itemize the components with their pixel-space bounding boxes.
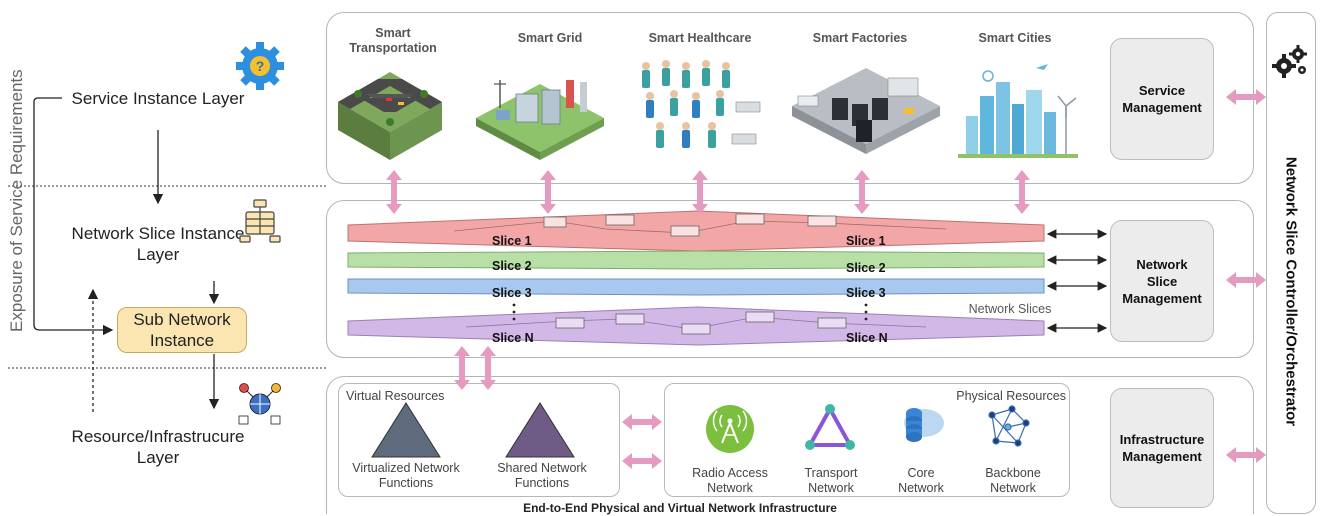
slice-n-routers: [465, 311, 927, 335]
network-slices-label: Network Slices: [968, 302, 1052, 316]
virtual-resources-title: Virtual Resources: [346, 389, 445, 403]
physical-label-ran: Radio Access Network: [692, 466, 768, 495]
infrastructure-globe-icon: [238, 383, 281, 425]
pink-vertical-arrows: [386, 170, 1030, 390]
physical-resources-title: Physical Resources: [956, 389, 1066, 403]
slice-blocks-icon: [239, 199, 281, 243]
network-slices: [347, 210, 1045, 346]
slice-1-label-left: Slice 1: [492, 234, 532, 248]
controller-panel: [1266, 12, 1316, 514]
cloud-database-icon: [904, 408, 944, 442]
app-label-factories: Smart Factories: [812, 31, 908, 45]
sub-network-instance: Sub Network Instance: [117, 307, 247, 353]
slice-3-label-right: Slice 3: [846, 286, 886, 300]
slice-2-label-right: Slice 2: [846, 261, 886, 275]
app-label-grid: Smart Grid: [517, 31, 583, 45]
shared-nf-label: Shared Network Functions: [497, 461, 587, 490]
vnf-label: Virtualized Network Functions: [352, 461, 460, 490]
application-panel: [326, 12, 1254, 184]
slice-1-routers: [453, 213, 947, 237]
slice-2-shape: [347, 250, 1045, 270]
app-label-healthcare: Smart Healthcare: [648, 31, 752, 45]
physical-label-transport: Transport Network: [804, 466, 858, 495]
vnf-triangle-icon: [371, 402, 441, 458]
factories-illustration: [792, 68, 940, 154]
shared-nf-triangle-icon: [505, 402, 575, 458]
infrastructure-management-box: Infrastructure Management: [1110, 388, 1214, 508]
controller-gears-icon: [1272, 45, 1307, 78]
physical-resources-box: [664, 383, 1070, 497]
slice-management-links: [1046, 229, 1108, 333]
resource-infrastructure-layer: Resource/Infrastrucure Layer: [58, 412, 258, 482]
grid-illustration: [476, 74, 604, 160]
physical-label-backbone: Backbone Network: [985, 466, 1041, 495]
healthcare-illustration: [642, 60, 761, 148]
virtual-function-triangles: [371, 402, 575, 458]
slice-3-shape: [347, 278, 1045, 296]
app-label-transportation: Smart Transportation: [349, 26, 437, 55]
slice-n-label-left: Slice N: [492, 331, 534, 345]
slice-n-label-right: Slice N: [846, 331, 888, 345]
backbone-mesh-icon: [988, 405, 1030, 447]
app-label-cities: Smart Cities: [978, 31, 1052, 45]
cities-illustration: [958, 64, 1078, 158]
physical-label-core: Core Network: [898, 466, 944, 495]
left-connectors: ?: [33, 42, 284, 425]
transportation-illustration: [338, 72, 442, 160]
radio-tower-icon: [706, 405, 754, 453]
transport-triangle-icon: [805, 404, 855, 450]
service-management-box: Service Management: [1110, 38, 1214, 160]
separator-bottom: [8, 367, 326, 369]
infrastructure-footer: End-to-End Physical and Virtual Network …: [523, 501, 837, 515]
physical-resource-icons: [706, 404, 1030, 453]
pink-horizontal-arrows: [622, 89, 1266, 469]
network-slice-instance-layer: Network Slice Instance Layer: [58, 208, 258, 280]
slice-2-label-left: Slice 2: [492, 259, 532, 273]
network-slice-management-box: Network Slice Management: [1110, 220, 1214, 342]
slice-3-label-left: Slice 3: [492, 286, 532, 300]
slice-1-label-right: Slice 1: [846, 234, 886, 248]
separator-top: [8, 185, 326, 187]
application-illustrations: [338, 60, 1078, 160]
svg-text:?: ?: [256, 58, 265, 74]
service-instance-layer: Service Instance Layer: [58, 66, 258, 130]
